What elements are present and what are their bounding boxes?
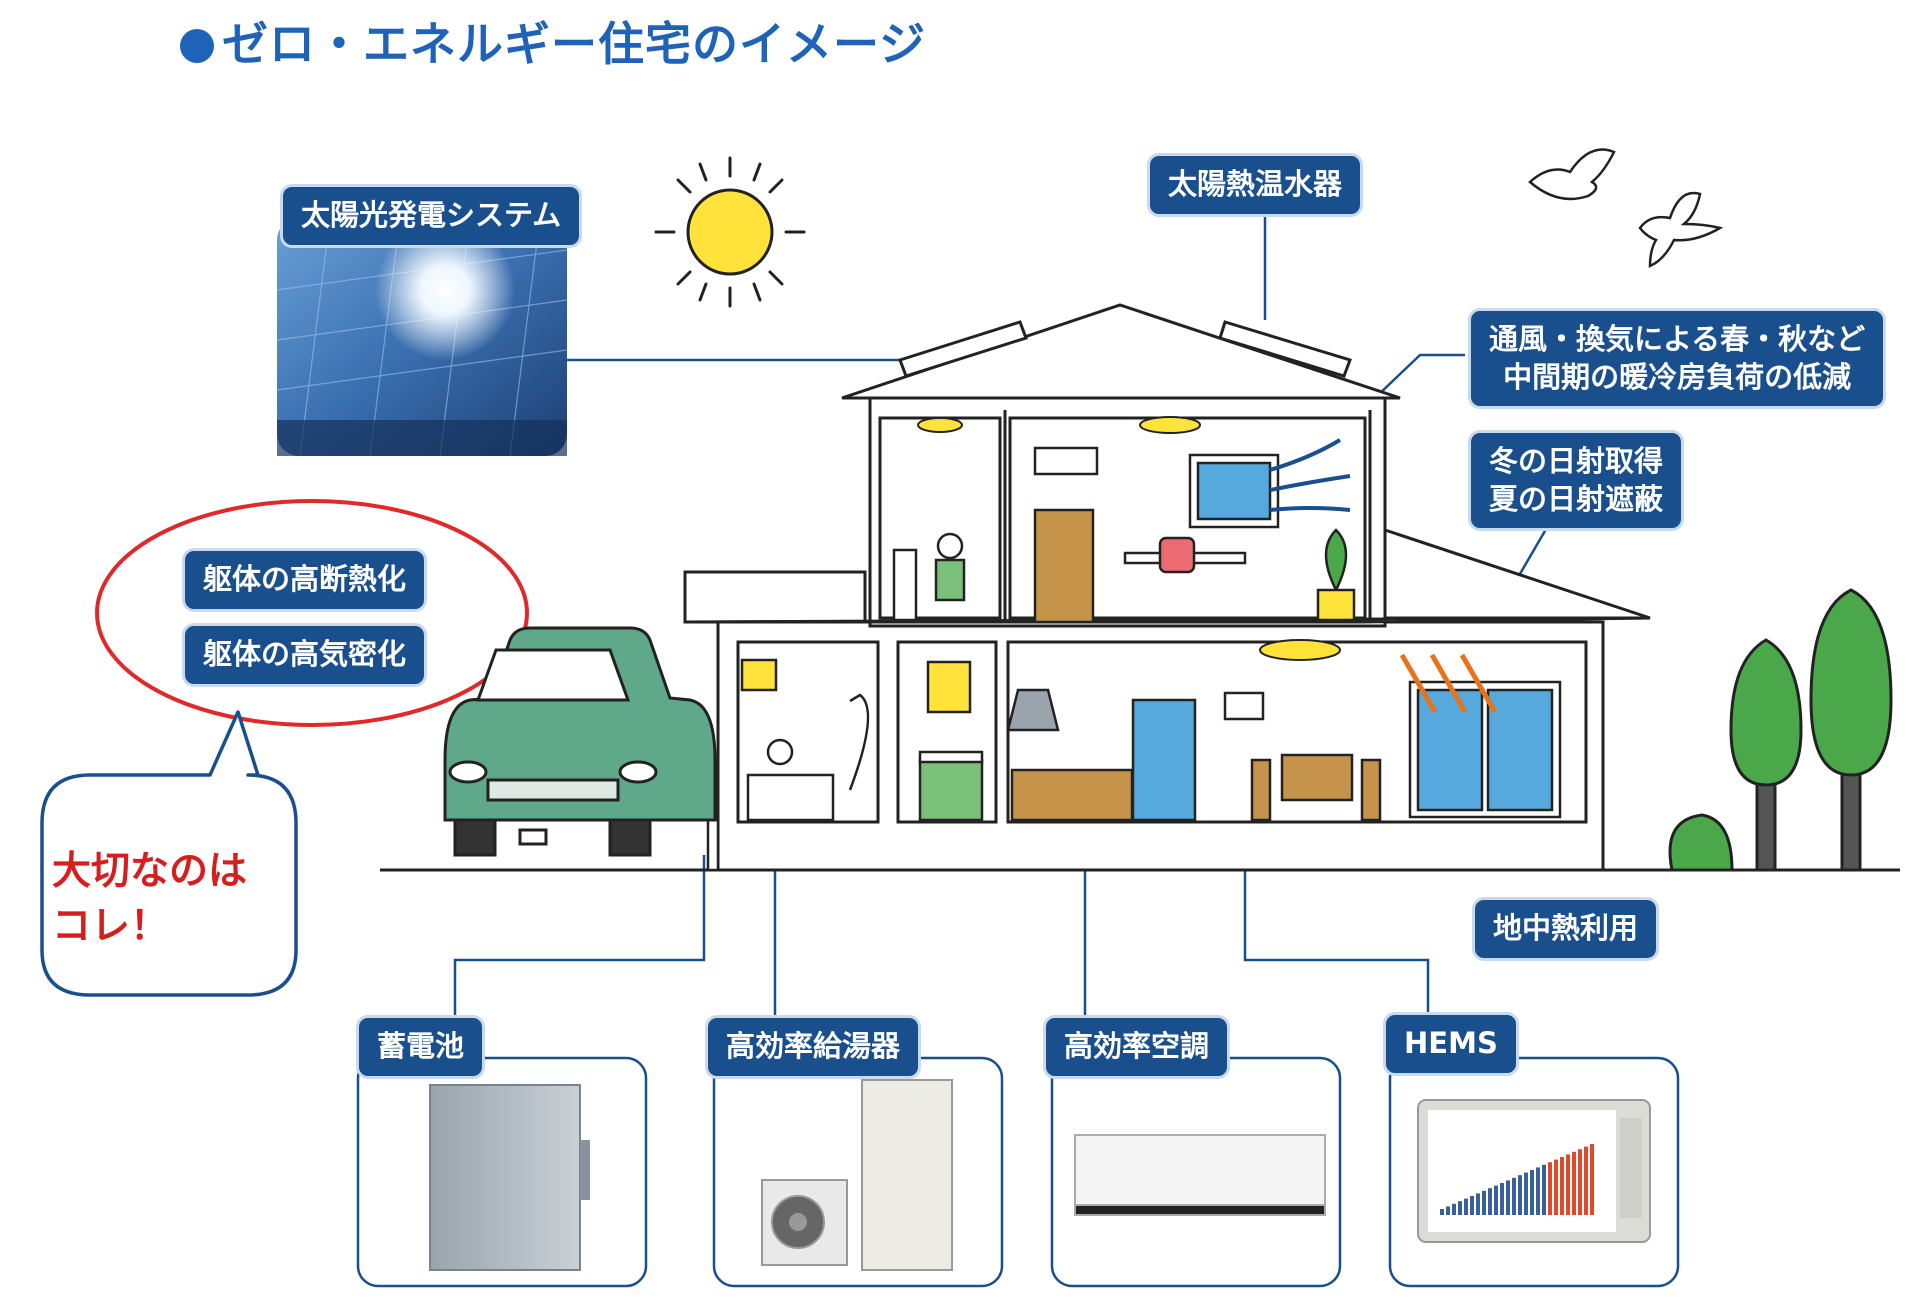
bird-icon [1528, 148, 1724, 268]
callout-text: 大切なのは コレ！ [52, 845, 247, 954]
title-text: ゼロ・エネルギー住宅のイメージ [222, 17, 927, 71]
hems-bar [1482, 1190, 1486, 1215]
callout-line2: コレ！ [52, 903, 170, 949]
label-airtight: 躯体の高気密化 [182, 623, 428, 687]
roof-panels [898, 320, 1352, 378]
label-ventilation: 通風・換気による春・秋など 中間期の暖冷房負荷の低減 [1468, 308, 1887, 410]
sun-rays-arrows [1399, 653, 1498, 714]
hems-bar [1494, 1185, 1498, 1215]
wind-icon [1269, 438, 1351, 512]
hems-bar [1542, 1164, 1546, 1215]
hems-bar [1446, 1206, 1450, 1215]
hems-bar [1470, 1196, 1474, 1215]
battery-product [429, 1084, 590, 1271]
aircon-product [1074, 1134, 1326, 1216]
bullet-dot-icon [180, 29, 214, 63]
solar-panel-photo [276, 217, 568, 457]
hems-bar [1452, 1203, 1456, 1215]
label-solar-gain-line1: 冬の日射取得 [1489, 444, 1664, 478]
hems-bar [1512, 1177, 1516, 1215]
hems-bar [1530, 1170, 1534, 1215]
water-heater-product [761, 1079, 953, 1271]
hems-bar [1464, 1198, 1468, 1215]
tree-icon [1668, 588, 1893, 872]
label-solar-water-heater: 太陽熱温水器 [1147, 153, 1364, 217]
label-water-heater: 高効率給湯器 [705, 1015, 922, 1079]
hems-bar [1584, 1146, 1588, 1215]
hems-bar [1458, 1201, 1462, 1215]
lower-rooms [706, 658, 1562, 872]
hems-bar [1506, 1180, 1510, 1215]
label-ventilation-line1: 通風・換気による春・秋など [1489, 322, 1866, 356]
speech-bubble [40, 710, 298, 997]
hems-bar [1572, 1151, 1576, 1215]
hems-bar [1566, 1154, 1570, 1215]
label-aircon: 高効率空調 [1043, 1015, 1231, 1079]
label-solar-power: 太陽光発電システム [280, 184, 583, 248]
hems-bar [1560, 1157, 1564, 1215]
hems-bar [1548, 1162, 1552, 1215]
label-ventilation-line2: 中間期の暖冷房負荷の低減 [1503, 359, 1852, 394]
label-hems: HEMS [1383, 1012, 1519, 1076]
callout-line1: 大切なのは [52, 849, 248, 894]
hems-bar [1488, 1188, 1492, 1215]
sun-icon [654, 156, 806, 308]
hems-bar [1440, 1209, 1444, 1215]
hems-bar [1518, 1175, 1522, 1215]
page-title: ゼロ・エネルギー住宅のイメージ [180, 8, 926, 74]
label-geothermal: 地中熱利用 [1472, 897, 1660, 961]
hems-bar [1476, 1193, 1480, 1215]
label-solar-gain: 冬の日射取得 夏の日射遮蔽 [1468, 430, 1685, 532]
hems-bar [1590, 1144, 1594, 1215]
hems-bar [1578, 1149, 1582, 1215]
label-solar-gain-line2: 夏の日射遮蔽 [1489, 481, 1664, 516]
label-insulation: 躯体の高断熱化 [182, 548, 428, 612]
ceiling-lights [917, 416, 1341, 661]
hems-bars [1440, 1144, 1594, 1215]
hems-bar [1554, 1159, 1558, 1215]
hems-bar [1524, 1172, 1528, 1215]
hems-bar [1536, 1167, 1540, 1215]
upper-rooms [892, 446, 1356, 624]
hems-bar [1500, 1183, 1504, 1215]
label-battery: 蓄電池 [356, 1015, 486, 1079]
car-illustration [443, 626, 717, 857]
highlight-ellipse [95, 499, 529, 727]
